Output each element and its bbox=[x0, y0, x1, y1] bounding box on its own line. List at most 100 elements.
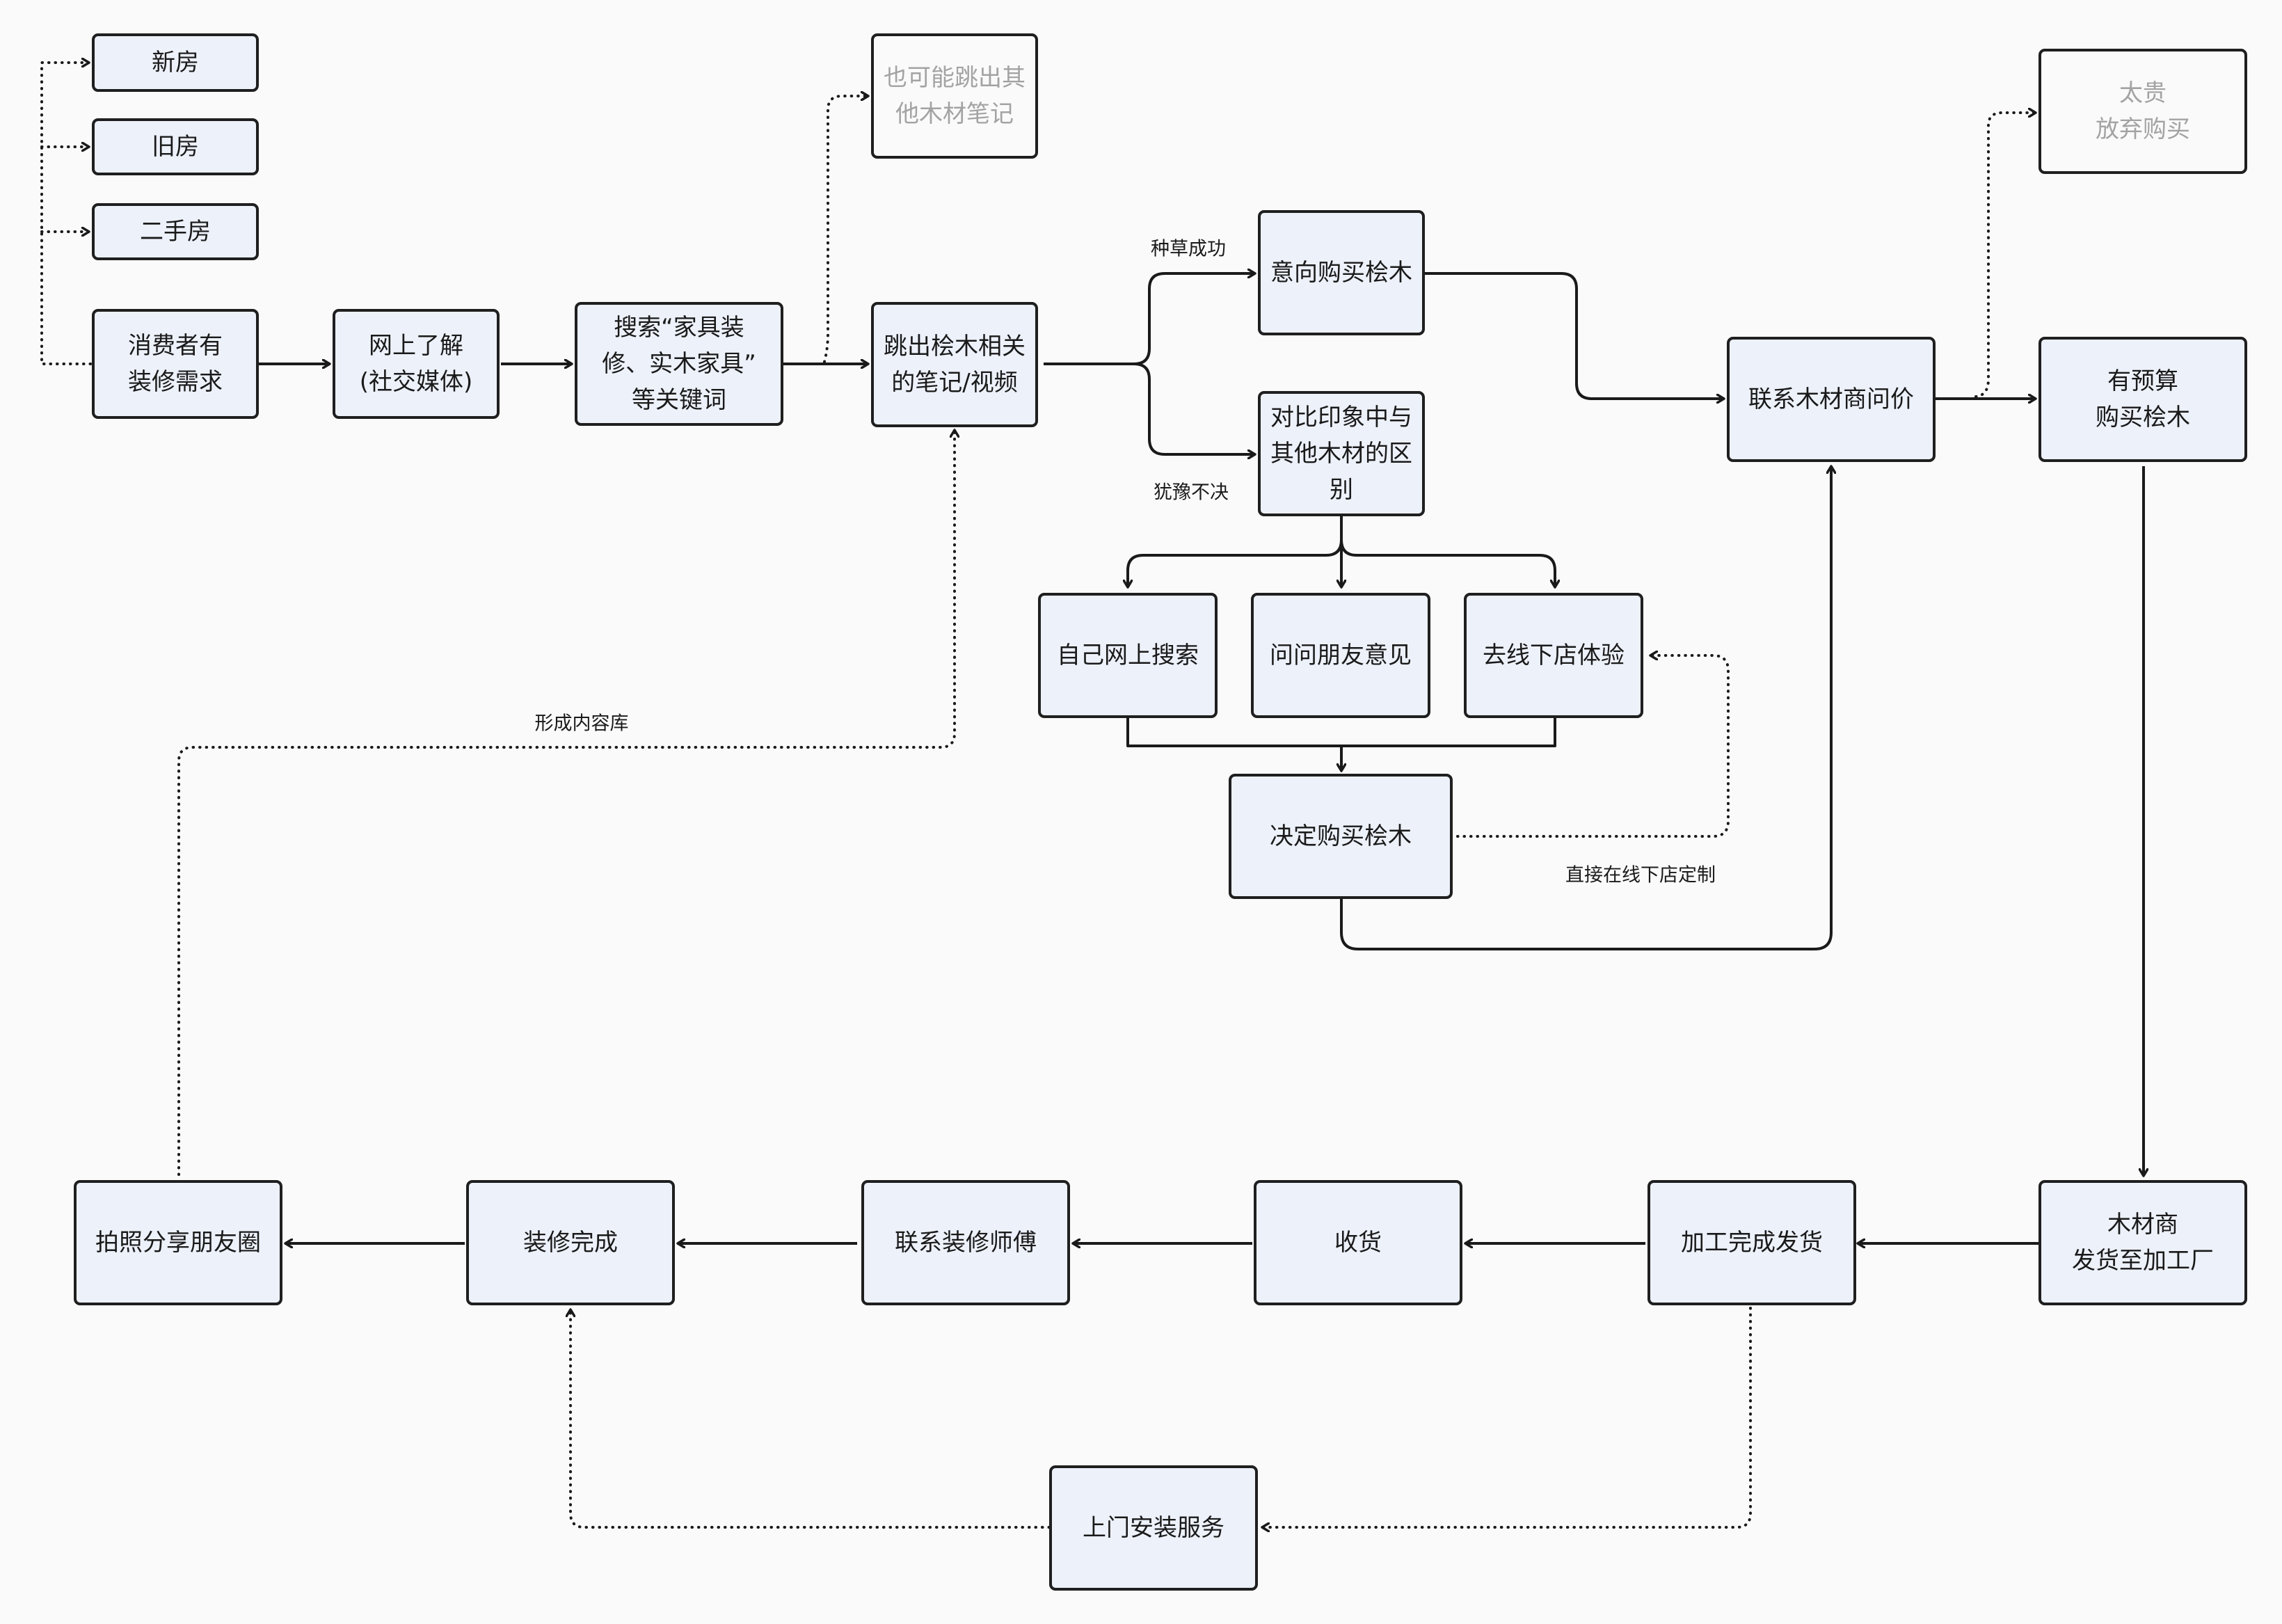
edge-need-to-housetypes bbox=[40, 63, 92, 365]
node-text-search-keywords: 等关键词 bbox=[632, 386, 726, 414]
node-text-consumer-need: 消费者有 bbox=[128, 332, 223, 360]
node-text-other-wood-notes: 他木材笔记 bbox=[895, 100, 1014, 128]
node-text-contact-supplier: 联系木材商问价 bbox=[1748, 385, 1914, 413]
node-text-offline-store: 去线下店体验 bbox=[1483, 642, 1625, 669]
node-text-has-budget: 有预算 bbox=[2107, 367, 2178, 395]
node-text-learn-online: 网上了解 bbox=[369, 332, 463, 360]
edge-label-content-library: 形成内容库 bbox=[535, 713, 629, 735]
edge-decide-to-store bbox=[1456, 655, 1730, 838]
node-ask-friends: 问问朋友意见 bbox=[1251, 593, 1430, 718]
node-self-search: 自己网上搜索 bbox=[1038, 593, 1218, 718]
node-text-consumer-need: 装修需求 bbox=[128, 368, 223, 396]
node-box-search-keywords bbox=[575, 302, 783, 426]
node-text-receive-goods: 收货 bbox=[1334, 1229, 1382, 1257]
edge-notes-to-intend bbox=[1044, 273, 1255, 365]
node-onsite-install: 上门安装服务 bbox=[1049, 1465, 1258, 1591]
node-share-moments: 拍照分享朋友圈 bbox=[74, 1180, 282, 1305]
edge-options-merge bbox=[1126, 717, 1556, 747]
node-learn-online: 网上了解 (社交媒体) bbox=[333, 309, 500, 419]
node-box-cypress-notes bbox=[871, 302, 1038, 427]
node-renovation-done: 装修完成 bbox=[466, 1180, 675, 1305]
node-box-has-budget bbox=[2038, 337, 2247, 462]
node-box-old-house bbox=[92, 118, 259, 175]
node-box-second-hand-house bbox=[92, 203, 259, 260]
node-box-share-moments bbox=[74, 1180, 282, 1305]
node-box-contact-carpenter bbox=[861, 1180, 1070, 1305]
node-text-decide-buy: 决定购买桧木 bbox=[1270, 822, 1412, 850]
edge-processing-to-install bbox=[1261, 1307, 1752, 1527]
node-text-processing-done: 加工完成发货 bbox=[1681, 1229, 1823, 1257]
edge-label-hesitant: 犹豫不决 bbox=[1154, 482, 1229, 504]
node-offline-store: 去线下店体验 bbox=[1464, 593, 1643, 718]
node-text-second-hand-house: 二手房 bbox=[140, 218, 211, 246]
node-box-receive-goods bbox=[1254, 1180, 1462, 1305]
node-text-new-house: 新房 bbox=[152, 49, 199, 77]
edge-intend-to-contact bbox=[1423, 272, 1724, 399]
node-box-learn-online bbox=[333, 309, 500, 419]
node-box-onsite-install bbox=[1049, 1465, 1258, 1591]
node-box-decide-buy bbox=[1229, 774, 1453, 899]
node-text-search-keywords: 修、实木家具” bbox=[602, 350, 756, 378]
edge-search-to-other-notes bbox=[823, 96, 870, 363]
node-text-too-expensive: 太贵 bbox=[2119, 79, 2167, 107]
edge-decide-to-contact bbox=[1340, 466, 1831, 950]
node-box-processing-done bbox=[1647, 1180, 1856, 1305]
node-box-other-wood-notes bbox=[871, 33, 1038, 159]
node-processing-done: 加工完成发货 bbox=[1647, 1180, 1856, 1305]
edge-notes-to-compare bbox=[1133, 363, 1255, 454]
node-contact-supplier: 联系木材商问价 bbox=[1727, 337, 1936, 462]
edges bbox=[40, 63, 2144, 1529]
node-old-house: 旧房 bbox=[92, 118, 259, 175]
node-text-intend-buy: 意向购买桧木 bbox=[1270, 259, 1412, 287]
node-text-ship-to-factory: 木材商 bbox=[2107, 1211, 2178, 1239]
edge-compare-to-store bbox=[1340, 539, 1555, 587]
node-receive-goods: 收货 bbox=[1254, 1180, 1462, 1305]
node-text-has-budget: 购买桧木 bbox=[2096, 404, 2190, 431]
node-new-house: 新房 bbox=[92, 33, 259, 92]
node-box-new-house bbox=[92, 33, 259, 92]
node-text-search-keywords: 搜索“家具装 bbox=[614, 314, 744, 342]
edge-label-offline-custom: 直接在线下店定制 bbox=[1565, 865, 1716, 886]
node-text-compare-woods: 其他木材的区 bbox=[1270, 440, 1412, 468]
edge-label-seeded: 种草成功 bbox=[1151, 239, 1226, 260]
node-text-other-wood-notes: 也可能跳出其 bbox=[884, 64, 1026, 92]
node-second-hand-house: 二手房 bbox=[92, 203, 259, 260]
node-text-ship-to-factory: 发货至加工厂 bbox=[2072, 1247, 2214, 1275]
edge-compare-to-self bbox=[1128, 539, 1343, 587]
node-text-renovation-done: 装修完成 bbox=[523, 1229, 618, 1257]
edge-share-to-notes bbox=[177, 429, 955, 1176]
node-box-contact-supplier bbox=[1727, 337, 1936, 462]
node-decide-buy: 决定购买桧木 bbox=[1229, 774, 1453, 899]
node-text-self-search: 自己网上搜索 bbox=[1057, 642, 1199, 669]
node-text-compare-woods: 别 bbox=[1330, 476, 1353, 504]
node-text-share-moments: 拍照分享朋友圈 bbox=[95, 1229, 261, 1257]
node-text-compare-woods: 对比印象中与 bbox=[1270, 404, 1412, 431]
node-box-renovation-done bbox=[466, 1180, 675, 1305]
node-box-self-search bbox=[1038, 593, 1218, 718]
node-text-cypress-notes: 的笔记/视频 bbox=[891, 369, 1017, 397]
node-text-too-expensive: 放弃购买 bbox=[2096, 116, 2190, 143]
node-box-intend-buy bbox=[1258, 210, 1425, 335]
edge-install-to-renovation bbox=[570, 1308, 1051, 1529]
node-text-cypress-notes: 跳出桧木相关 bbox=[884, 333, 1026, 360]
node-intend-buy: 意向购买桧木 bbox=[1258, 210, 1425, 335]
node-text-onsite-install: 上门安装服务 bbox=[1083, 1514, 1224, 1542]
node-box-too-expensive bbox=[2038, 49, 2247, 174]
node-text-learn-online: (社交媒体) bbox=[360, 368, 473, 396]
node-text-old-house: 旧房 bbox=[152, 133, 199, 161]
node-contact-carpenter: 联系装修师傅 bbox=[861, 1180, 1070, 1305]
node-box-compare-woods bbox=[1258, 391, 1425, 516]
node-text-contact-carpenter: 联系装修师傅 bbox=[895, 1229, 1037, 1257]
edge-contact-to-expensive bbox=[1974, 113, 2037, 398]
node-box-consumer-need bbox=[92, 309, 259, 419]
